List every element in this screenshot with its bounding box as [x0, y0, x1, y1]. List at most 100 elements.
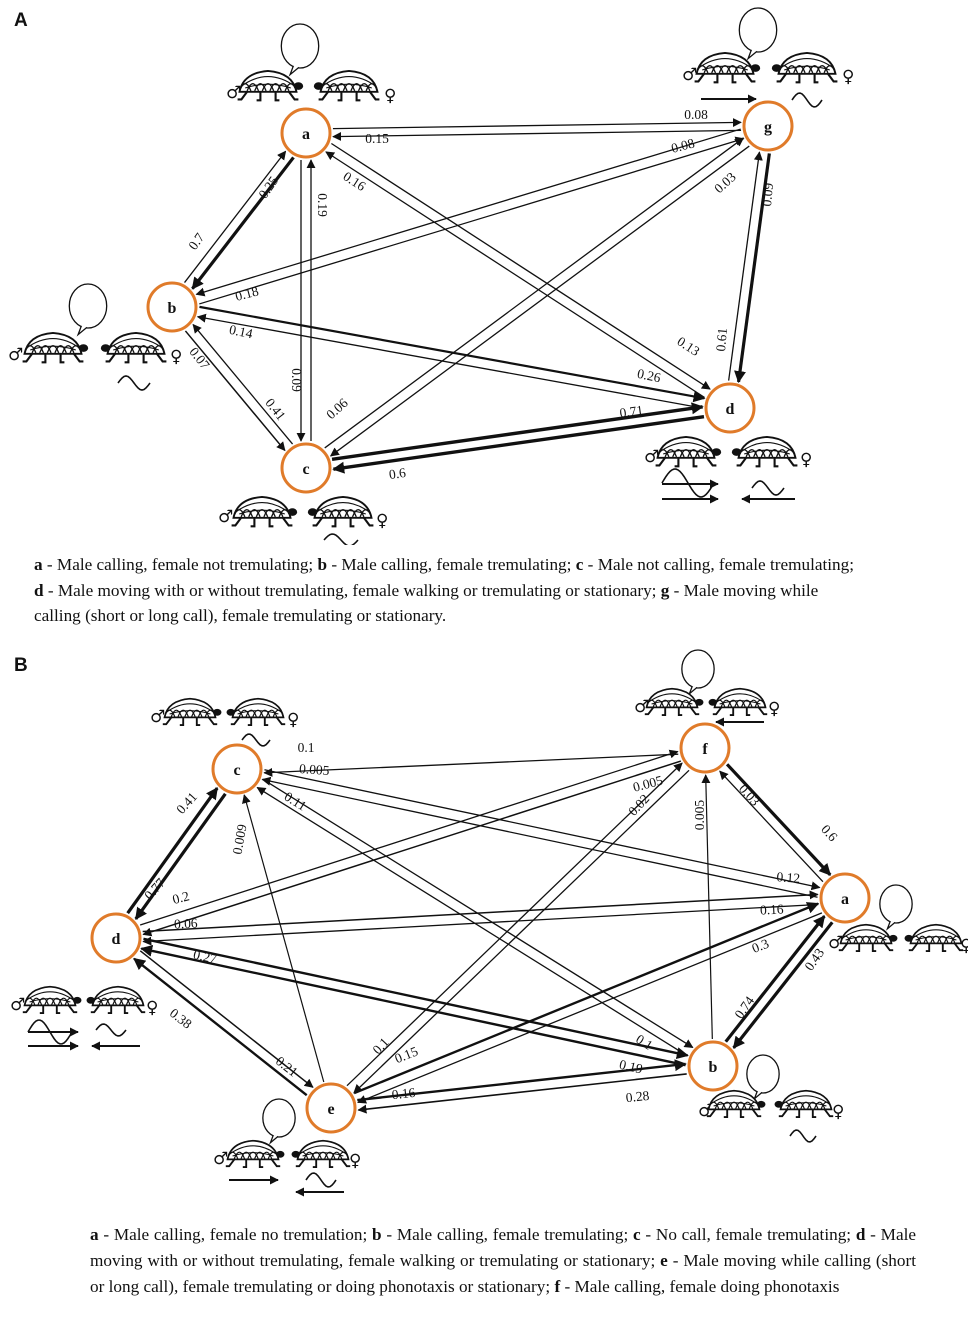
panelB-caption-key-2: c [633, 1225, 641, 1244]
panel-b-edge-a-to-c: 0.005 [261, 761, 818, 898]
panel-b-edge-f-to-d: 0.2 [142, 760, 682, 937]
svg-text:0.03: 0.03 [711, 169, 739, 196]
panel-a-edge-g-to-b: 0.18 [195, 128, 741, 304]
panel-a-edge-c-to-g: 0.03 [324, 137, 745, 449]
panel-b-edge-a-to-f: 0.03 [719, 770, 824, 883]
panelA-caption-text-2: - Male not calling, female tremulating; [583, 555, 854, 574]
panel-b-node-e: e [305, 1082, 357, 1134]
panel-b-label: B [14, 655, 28, 676]
f-female-symbol: ♀ [768, 699, 780, 719]
svg-text:0.07: 0.07 [186, 344, 213, 372]
svg-text:0.3: 0.3 [750, 936, 771, 956]
panelB-caption-key-3: d [855, 1225, 866, 1244]
panel-a-node-g: g [742, 100, 794, 152]
svg-text:0.08: 0.08 [684, 107, 708, 122]
panel-b-edge-f-to-c: 0.1 [263, 740, 679, 777]
a-male-symbol: ♂ [226, 83, 241, 103]
c-female-tremulation-wave-icon [323, 533, 359, 545]
panel-a-edge-c-to-b: 0.07 [186, 323, 294, 445]
g-call-bubble-icon [738, 7, 778, 61]
panelB-caption-text-3: - Male moving with or without tremulatin… [90, 1225, 916, 1270]
svg-text:0.18: 0.18 [233, 283, 260, 304]
f-male-symbol: ♂ [634, 697, 649, 717]
c-b-male-beetle-icon [162, 697, 222, 726]
panel-a-caption: a - Male calling, female not tremulating… [34, 552, 864, 629]
panel-b-node-a: a [819, 872, 871, 924]
panel-a-node-c: c [280, 442, 332, 494]
a-male-beetle-icon [237, 69, 304, 102]
panel-b-edge-e-to-c: 0.009 [230, 794, 325, 1083]
d-b-female-tremulation-wave-icon [95, 1023, 127, 1037]
svg-text:b: b [168, 300, 177, 317]
panel-a-edge-d-to-a: 0.16 [325, 151, 705, 399]
svg-text:0.12: 0.12 [776, 869, 801, 886]
panel-a-edge-g-to-d: 0.61 [713, 153, 771, 384]
panel-a-edge-b-to-g: 0.08 [199, 135, 745, 305]
c-b-female-tremulation-wave-icon [241, 733, 271, 747]
panel-a-edge-b-to-a: 0.25 [183, 150, 287, 283]
e-female-tremulation-wave-icon [305, 1172, 337, 1188]
g-female-beetle-icon [771, 51, 838, 84]
b-b-call-bubble-icon [746, 1054, 780, 1101]
b-female-symbol: ♀ [170, 347, 182, 367]
a-b-male-beetle-icon [838, 923, 898, 952]
a-female-beetle-icon [313, 69, 380, 102]
svg-text:0.71: 0.71 [619, 402, 644, 420]
panel-b-edge-e-to-b: 0.28 [357, 1059, 687, 1105]
panel-b-edge-b-to-f: 0.005 [692, 774, 713, 1040]
panelB-caption-text-0: - Male calling, female no tremulation; [98, 1225, 372, 1244]
svg-text:0.15: 0.15 [393, 1043, 421, 1066]
b-b-female-symbol: ♀ [832, 1102, 844, 1122]
e-female-symbol: ♀ [349, 1151, 361, 1171]
b-male-symbol: ♂ [8, 345, 23, 365]
panel-a-edge-c-to-d: 0.71 [331, 402, 704, 461]
svg-text:0.7: 0.7 [185, 230, 207, 253]
svg-text:c: c [302, 461, 309, 478]
panel-b-edge-d-to-a: 0.16 [142, 890, 819, 933]
svg-text:0.16: 0.16 [340, 169, 368, 195]
panelA-caption-key-4: g [660, 580, 670, 600]
b-female-tremulation-wave-icon [117, 375, 151, 391]
g-male-beetle-icon [694, 51, 761, 84]
svg-text:a: a [841, 891, 849, 908]
svg-text:0.14: 0.14 [228, 322, 254, 342]
svg-text:0.21: 0.21 [273, 1053, 301, 1079]
panelA-caption-key-1: b [317, 555, 328, 574]
panel-a-edge-a-to-g: 0.08 [332, 107, 742, 130]
panel-a-edge-b-to-d: 0.26 [199, 305, 706, 403]
panel-b-edge-c-to-a: 0.12 [264, 769, 821, 891]
panel-a-edge-c-to-a: 0.09 [289, 159, 316, 441]
svg-text:d: d [112, 931, 121, 948]
e-female-beetle-icon [291, 1139, 351, 1168]
panel-a-node-a: a [280, 107, 332, 159]
svg-text:0.2: 0.2 [171, 888, 191, 907]
c-b-female-symbol: ♀ [287, 710, 299, 730]
svg-text:e: e [327, 1101, 334, 1118]
svg-text:f: f [702, 741, 708, 758]
svg-text:0.005: 0.005 [692, 800, 707, 831]
panelA-caption-text-0: - Male calling, female not tremulating; [42, 555, 318, 574]
d-female-symbol: ♀ [800, 450, 812, 470]
panelB-caption-key-4: e [660, 1251, 668, 1270]
d-b-male-beetle-icon [22, 985, 82, 1014]
b-b-female-tremulation-wave-icon [789, 1129, 817, 1143]
svg-text:0.26: 0.26 [636, 366, 662, 386]
svg-text:0.15: 0.15 [365, 131, 389, 146]
svg-text:0.41: 0.41 [262, 395, 288, 423]
panelA-caption-key-3: d [34, 580, 44, 600]
panel-b-edge-f-to-a: 0.6 [725, 763, 841, 876]
panel-a-edge-d-to-g: 0.09 [728, 151, 776, 381]
panelB-caption-text-2: - No call, female tremulating; [640, 1225, 856, 1244]
a-b-male-symbol: ♂ [828, 933, 843, 953]
panel-b-node-c: c [211, 743, 263, 795]
g-female-tremulation-wave-icon [791, 92, 823, 108]
e-male-beetle-icon [225, 1139, 285, 1168]
svg-text:b: b [709, 1059, 718, 1076]
d-b-female-symbol: ♀ [146, 998, 158, 1018]
svg-text:0.09: 0.09 [289, 368, 304, 392]
d-b-male-symbol: ♂ [10, 995, 25, 1015]
panel-b-node-b: b [687, 1040, 739, 1092]
svg-text:0.13: 0.13 [674, 334, 702, 360]
svg-text:0.005: 0.005 [299, 761, 331, 778]
